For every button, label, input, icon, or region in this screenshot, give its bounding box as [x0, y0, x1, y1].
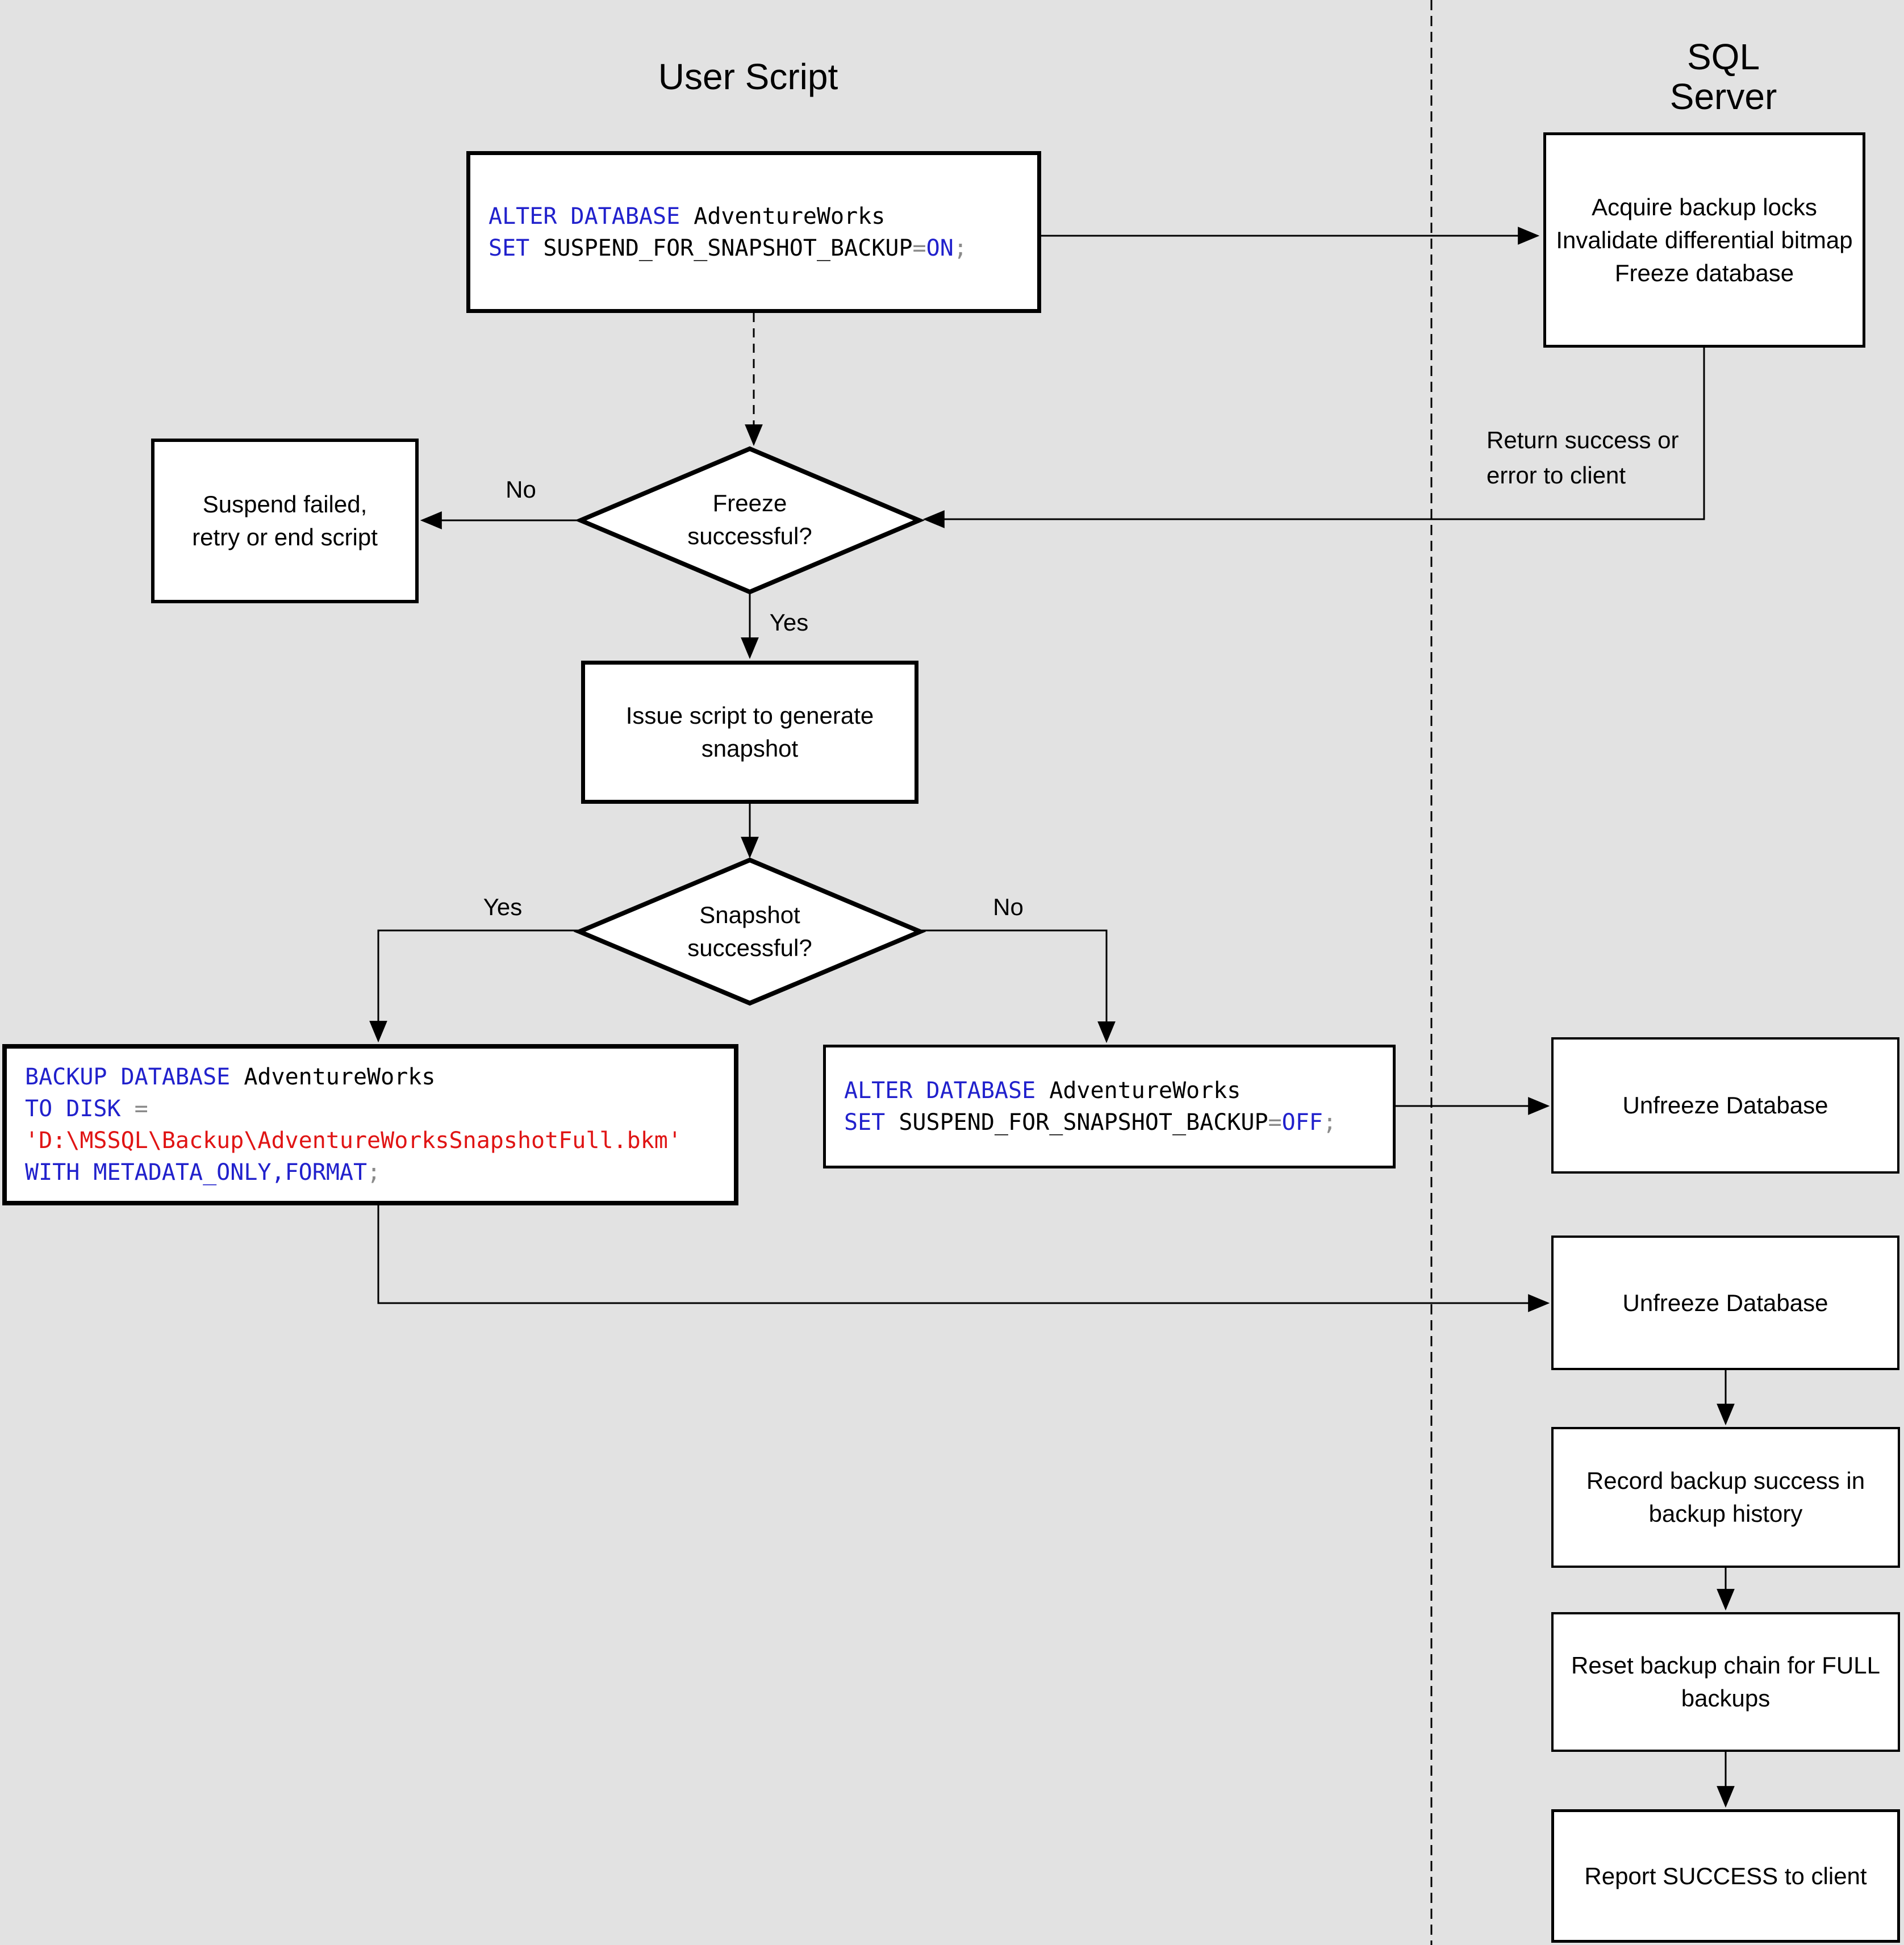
edge-snapshot-yes-to-backup [369, 929, 579, 1043]
edge-acquire-to-freeze [922, 348, 1705, 528]
edge-label-freeze-yes: Yes [769, 609, 809, 636]
edge-backup-to-unfreeze2 [377, 1205, 1550, 1312]
node-label: Unfreeze Database [1622, 1092, 1828, 1118]
node-unfreeze-database-1: Unfreeze Database [1551, 1037, 1899, 1174]
edge-label-freeze-no: No [506, 476, 536, 503]
snapshot-decision-diamond [573, 857, 926, 1006]
freeze-decision-diamond [574, 446, 925, 595]
node-label: Unfreeze Database [1622, 1289, 1828, 1316]
node-label: Report SUCCESS to client [1584, 1862, 1867, 1889]
node-report-success: Report SUCCESS to client [1551, 1809, 1900, 1943]
node-label: Suspend failed,retry or end script [192, 491, 378, 550]
edge-label-snapshot-no: No [993, 894, 1024, 920]
node-suspend-failed: Suspend failed,retry or end script [151, 439, 419, 603]
node-unfreeze-database-2: Unfreeze Database [1551, 1236, 1899, 1370]
edge-label-snapshot-yes: Yes [483, 894, 523, 920]
lane-title-sql-server: SQL Server [1669, 36, 1777, 117]
edge-snapshot-no-to-alteroff [920, 929, 1116, 1044]
lane-title-user-script: User Script [658, 56, 838, 97]
